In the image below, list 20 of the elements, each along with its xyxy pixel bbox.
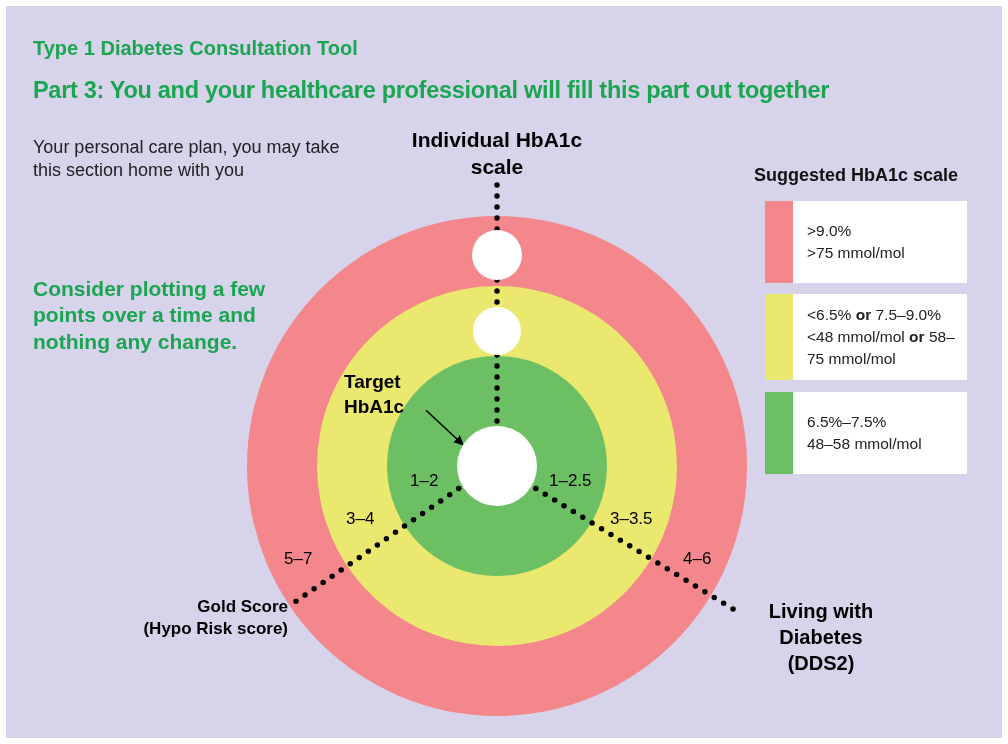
range-label: 1–2.5 bbox=[549, 470, 592, 492]
scale-heading: Individual HbA1c scale bbox=[407, 126, 587, 181]
title: Type 1 Diabetes Consultation Tool bbox=[33, 36, 358, 61]
legend-heading: Suggested HbA1c scale bbox=[754, 164, 959, 187]
range-label: 1–2 bbox=[410, 470, 439, 492]
legend-text: >9.0% >75 mmol/mol bbox=[793, 201, 967, 283]
range-label: 5–7 bbox=[284, 548, 313, 570]
arrow bbox=[425, 409, 464, 446]
range-label: 3–3.5 bbox=[610, 508, 653, 530]
range-label: 3–4 bbox=[346, 508, 375, 530]
score-label: Gold Score (Hypo Risk score) bbox=[106, 596, 288, 641]
range-label: 4–6 bbox=[683, 548, 712, 570]
intro-text: Your personal care plan, you may take this section home with you bbox=[33, 136, 341, 181]
score-label: Living with Diabetes (DDS2) bbox=[741, 598, 901, 676]
target-label: Target HbA1c bbox=[344, 370, 424, 420]
subtitle: Part 3: You and your healthcare professional will fill this part out together bbox=[33, 76, 830, 105]
legend-text: <6.5% or 7.5–9.0% <48 mmol/mol or 58–75 mmol/mol bbox=[793, 294, 967, 380]
note-text: Consider plotting a few points over a time and nothing any change. bbox=[33, 276, 267, 355]
legend-text: 6.5%–7.5% 48–58 mmol/mol bbox=[793, 392, 967, 474]
dotted-line bbox=[494, 182, 500, 233]
